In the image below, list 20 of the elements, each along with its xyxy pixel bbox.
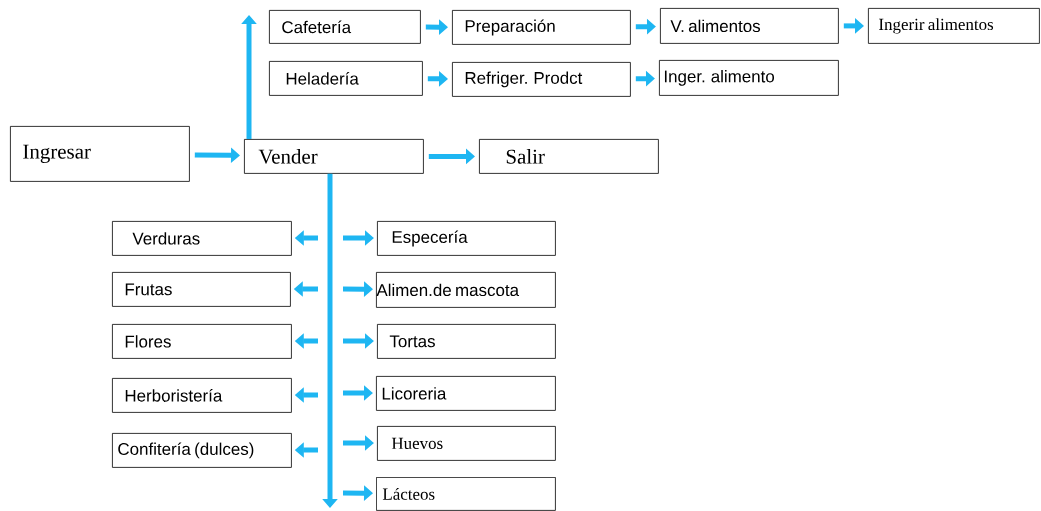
process-box: Frutas [112,272,291,307]
process-box: Inger. alimento [659,60,839,96]
process-box: Tortas [377,324,556,359]
process-box: V. alimentos [660,8,839,44]
process-box: Refriger. Prodct [452,62,631,97]
process-box: Licoreria [376,376,556,411]
process-box: Confitería (dulces) [112,433,292,468]
process-box: Flores [112,324,292,359]
process-box: Verduras [112,221,292,256]
process-box: Ingerir alimentos [868,8,1040,44]
process-box: Especería [377,221,556,256]
process-box: Heladería [269,61,423,96]
process-box: Lácteos [376,477,556,511]
process-box: Herboristería [112,378,292,413]
process-box: Vender [244,139,424,174]
process-box: Cafetería [269,10,421,44]
process-box: Huevos [377,426,556,461]
process-box: Preparación [452,10,631,45]
process-box: Salir [479,139,659,174]
process-box: Ingresar [10,126,190,182]
